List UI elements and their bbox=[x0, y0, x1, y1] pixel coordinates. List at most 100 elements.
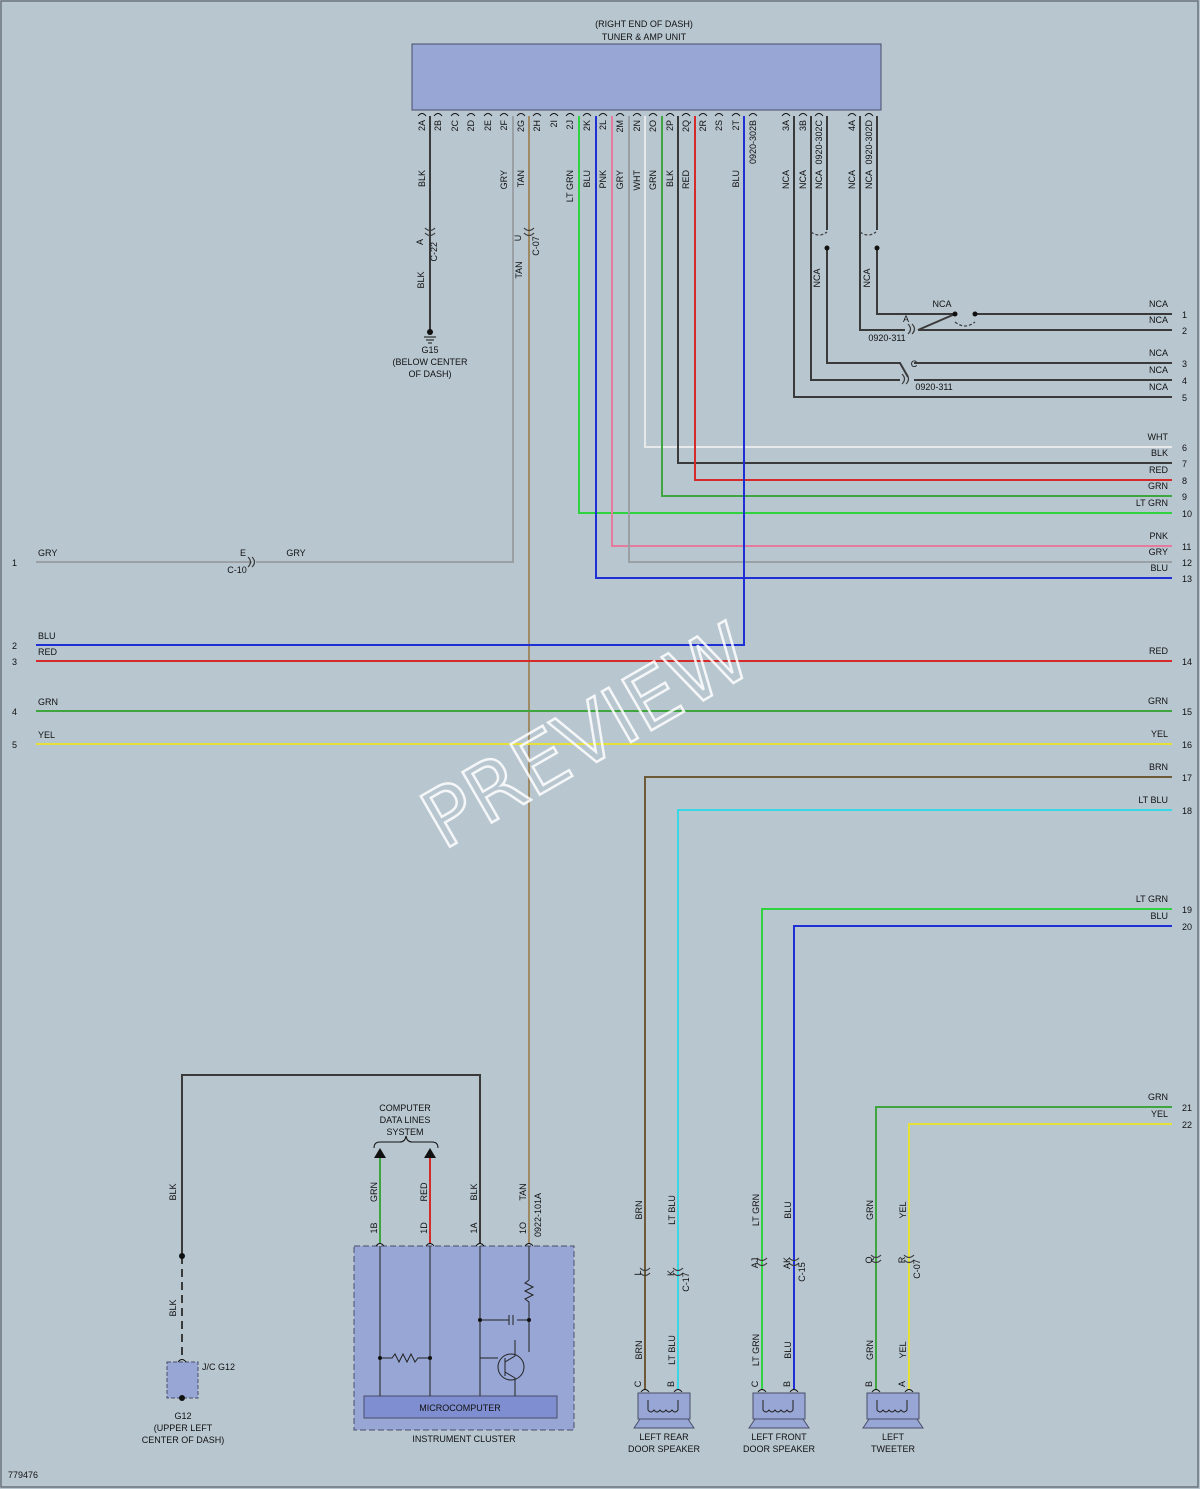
nca-a-conn: 0920-311 bbox=[868, 333, 905, 343]
nca-a-pin: A bbox=[903, 314, 909, 324]
right-line-number: 17 bbox=[1182, 773, 1192, 783]
g12-wire-top: BLK bbox=[168, 1183, 178, 1200]
right-line-color: WHT bbox=[1148, 432, 1169, 442]
tuner-wire-color: NCA bbox=[847, 170, 857, 189]
tuner-pin-label: 2S bbox=[714, 120, 724, 131]
wire-grn-9 bbox=[661, 116, 1172, 497]
tuner-wire-color: RED bbox=[681, 170, 691, 190]
speaker-conn-pin: AK bbox=[782, 1257, 792, 1269]
right-line-number: 13 bbox=[1182, 574, 1192, 584]
c22-symbol bbox=[424, 227, 436, 237]
tuner-pin-label: 2R bbox=[698, 120, 708, 132]
tuner-wire-color: NCA bbox=[781, 170, 791, 189]
g12-wire-bottom: BLK bbox=[168, 1299, 178, 1316]
speaker-wire-color-top: BRN bbox=[634, 1200, 644, 1219]
right-line-number: 4 bbox=[1182, 376, 1187, 386]
nca-c-symbol bbox=[901, 373, 910, 385]
tuner-pin-label: 2N bbox=[632, 120, 642, 132]
wire-nca-3a bbox=[826, 116, 909, 378]
cluster-internal-circuit bbox=[379, 1246, 535, 1396]
g12-loc-2: CENTER OF DASH) bbox=[142, 1435, 225, 1445]
tuner-wire-color: WHT bbox=[632, 170, 642, 191]
tuner-wire-color: GRN bbox=[648, 170, 658, 190]
nca-top-label: NCA bbox=[932, 299, 951, 309]
arrow-up-icon bbox=[424, 1148, 436, 1158]
tuner-title-1: (RIGHT END OF DASH) bbox=[595, 19, 693, 29]
speaker-name-1: LEFT FRONT bbox=[751, 1432, 807, 1442]
speaker-icon bbox=[633, 1418, 695, 1429]
tuner-wire-color: BLU bbox=[582, 170, 592, 188]
nca-a-symbol bbox=[907, 323, 916, 335]
tuner-wire-color: BLU bbox=[731, 170, 741, 188]
tuner-pin-symbol bbox=[466, 113, 476, 117]
wire-ltgrn-10 bbox=[578, 116, 1172, 514]
right-line-color: YEL bbox=[1151, 1109, 1168, 1119]
jc-g12-label: J/C G12 bbox=[202, 1362, 235, 1372]
left-line-color: GRN bbox=[38, 697, 58, 707]
ground-symbol bbox=[424, 336, 436, 344]
tuner-pin-symbol bbox=[598, 113, 608, 117]
right-line-color: YEL bbox=[1151, 729, 1168, 739]
wire-gry-2f bbox=[256, 116, 514, 563]
speaker-terminal: B bbox=[864, 1381, 874, 1387]
speaker-conn-pin: Q bbox=[864, 1256, 874, 1263]
tuner-pin-symbol bbox=[549, 113, 559, 117]
right-line-number: 15 bbox=[1182, 707, 1192, 717]
tuner-pin-symbol bbox=[665, 113, 675, 117]
ground-g15: C-22 A BLK G15 (BELOW CENTER OF DASH) bbox=[392, 239, 468, 379]
left-line-number: 1 bbox=[12, 558, 17, 568]
c10-pin: E bbox=[240, 548, 246, 558]
cluster-wire-color: RED bbox=[419, 1182, 429, 1202]
nca-c-conn: 0920-311 bbox=[915, 382, 952, 392]
wire-nca-2a bbox=[859, 116, 905, 331]
tuner-pin-label: 2I bbox=[549, 120, 559, 128]
tuner-pin-label: 2H bbox=[532, 120, 542, 132]
speaker-conn-pin: R bbox=[897, 1256, 907, 1263]
wire-blk-7 bbox=[677, 116, 1172, 464]
right-line-color: LT GRN bbox=[1136, 498, 1168, 508]
right-line-number: 7 bbox=[1182, 459, 1187, 469]
left-line-color: GRY bbox=[38, 548, 57, 558]
arrow-up-icon bbox=[374, 1148, 386, 1158]
nca-block: NCA NCA NCA A 0920-311 C 0920-311 bbox=[812, 268, 953, 392]
speaker-name-2: DOOR SPEAKER bbox=[628, 1444, 701, 1454]
right-line-number: 3 bbox=[1182, 359, 1187, 369]
tuner-pin-label: 2E bbox=[483, 120, 493, 131]
tuner-pin-symbol bbox=[731, 113, 741, 117]
tuner-pin-label: 2O bbox=[648, 120, 658, 132]
left-line-color: RED bbox=[38, 647, 58, 657]
right-line-number: 5 bbox=[1182, 393, 1187, 403]
tuner-pin-label: 0920-302D bbox=[864, 120, 874, 165]
speaker-name-2: DOOR SPEAKER bbox=[743, 1444, 816, 1454]
speaker-wire-color-top: LT GRN bbox=[751, 1194, 761, 1226]
tuner-pin-label: 4A bbox=[847, 120, 857, 131]
c07-top-wire: TAN bbox=[514, 261, 524, 278]
tuner-pin-label: 2D bbox=[466, 120, 476, 132]
left-line-number: 2 bbox=[12, 641, 17, 651]
ground-g12: BLK BLK J/C G12 G12 (UPPER LEFT CENTER O… bbox=[142, 1183, 235, 1445]
wire-gry-12 bbox=[628, 116, 1172, 563]
coil-icon bbox=[762, 1400, 794, 1413]
tuner-pin-symbol bbox=[698, 113, 708, 117]
tuner-pin-symbol bbox=[714, 113, 724, 117]
tuner-pin-symbol bbox=[417, 113, 427, 117]
speaker-wire-color-bottom: YEL bbox=[898, 1341, 908, 1358]
tuner-wire-color: PNK bbox=[598, 170, 608, 189]
nca-vert-2: NCA bbox=[862, 268, 872, 287]
cluster-wire-color: BLK bbox=[469, 1183, 479, 1200]
coil-icon bbox=[647, 1400, 679, 1413]
g15-name: G15 bbox=[421, 345, 438, 355]
tuner-pin-label: 2P bbox=[665, 120, 675, 131]
wire-ltgrn-19 bbox=[761, 908, 1172, 1390]
tuner-pin-symbol bbox=[483, 113, 493, 117]
g15-loc-2: OF DASH) bbox=[408, 369, 451, 379]
connector-symbols bbox=[247, 227, 976, 1277]
tuner-wire-color: BLK bbox=[665, 170, 675, 187]
tuner-pin-label: 0920-302B bbox=[748, 120, 758, 164]
capacitor-icon bbox=[508, 1315, 514, 1325]
c07-bottom-symbol bbox=[870, 1254, 915, 1264]
